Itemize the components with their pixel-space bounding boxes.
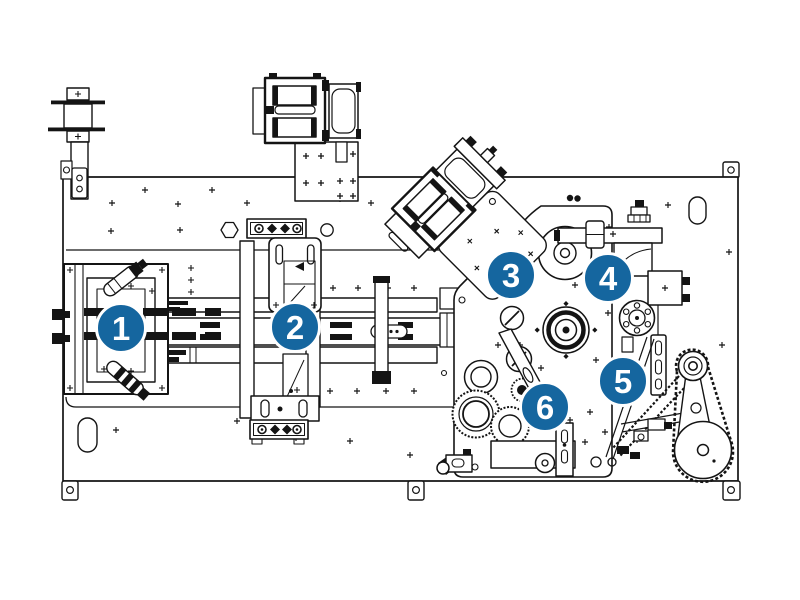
belt-drive [605, 336, 735, 484]
guide-roller [537, 220, 663, 281]
clamp-assembly [52, 258, 221, 401]
callout-marker-3: 3 [485, 249, 537, 301]
cross-slide-bar [372, 276, 391, 384]
callout-marker-1: 1 [95, 302, 147, 354]
drive-motor-assembly [252, 73, 361, 202]
rewind-roller [499, 301, 598, 359]
carriage-assembly [239, 218, 322, 445]
label-roll-holder [48, 87, 105, 200]
callout-marker-4: 4 [582, 252, 634, 304]
callout-marker-6: 6 [519, 381, 571, 433]
callout-marker-2: 2 [269, 301, 321, 353]
callout-marker-5: 5 [597, 355, 649, 407]
